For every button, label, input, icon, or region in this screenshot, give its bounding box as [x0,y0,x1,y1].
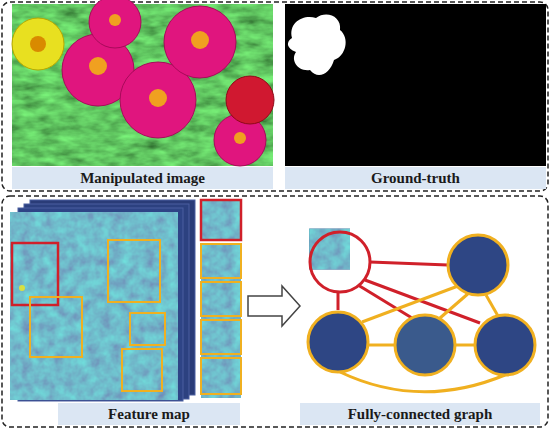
caption-text: Manipulated image [80,170,205,187]
illustration-part [149,89,167,107]
illustration-part [308,312,368,372]
dashed-panel [2,196,548,427]
patch-column [201,200,241,398]
transform-arrow [248,286,300,326]
illustration-part [30,297,82,357]
illustration-part [30,36,46,52]
illustration-part [310,232,370,292]
illustration-part [130,313,165,345]
illustration-part [191,31,209,49]
illustration-part [201,282,241,322]
illustration-part [486,295,498,316]
illustration-part [12,18,64,70]
illustration-part [164,6,236,78]
illustration-part [89,57,107,75]
illustration-part [201,200,241,240]
caption-band: Manipulated image [12,167,273,189]
illustration-part [109,14,121,26]
illustration-part [89,14,246,144]
illustration-part [234,132,246,144]
illustration-part [19,285,25,291]
illustration-part [201,320,241,360]
illustration-part [448,235,508,295]
caption-text: Ground-truth [371,170,460,187]
illustration-part [201,358,241,398]
illustration-part [201,320,241,354]
caption-text: Fully-connected graph [348,406,493,423]
illustration-part [12,18,64,70]
illustration-part [12,243,58,305]
caption-text: Feature map [108,406,190,423]
illustration-part [201,244,241,284]
illustration-part [395,315,455,375]
illustration-part [201,200,241,240]
illustration-part [201,282,241,316]
illustration-part [12,4,273,166]
feature-map-stack [10,200,195,401]
illustration-part [122,349,162,391]
illustration-part [201,244,241,278]
illustration-part [226,76,274,124]
illustration-part [337,292,340,310]
ground-truth-mask [285,4,546,166]
illustration-part [440,292,470,318]
caption-band: Fully-connected graph [300,403,540,425]
illustration-part [89,0,141,48]
caption-band: Feature map [58,403,240,425]
illustration-part [12,4,273,166]
flower-photo [12,0,274,166]
mask-region [288,14,346,75]
illustration-part [10,212,178,400]
illustration-part [368,344,395,347]
illustration-part [10,212,178,400]
dashed-panel [2,2,548,191]
graph-vertices [308,229,535,375]
illustration-part [370,262,448,265]
illustration-part [475,315,535,375]
illustration-part [108,240,160,302]
illustration-part [201,358,241,394]
illustration-part [455,344,475,347]
caption-band: Ground-truth [285,167,546,189]
illustration-part [226,76,274,124]
